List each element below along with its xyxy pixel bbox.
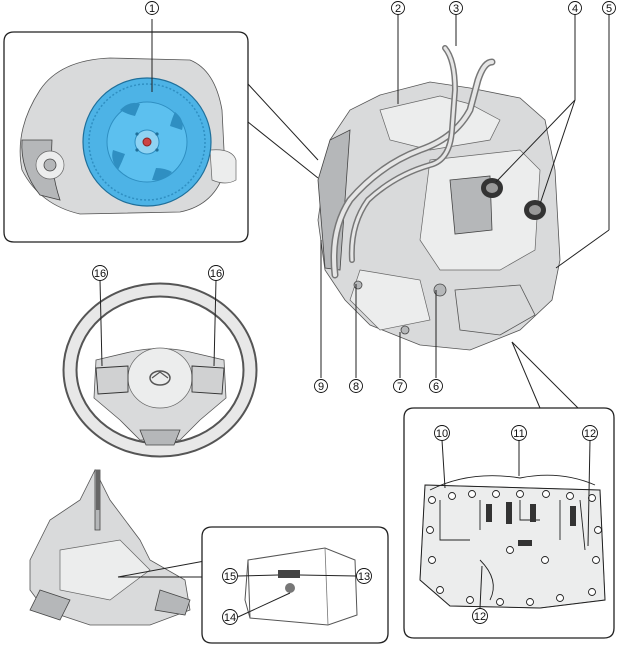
svg-text:16: 16: [94, 268, 106, 280]
svg-text:10: 10: [436, 428, 448, 440]
callout-13: 13: [356, 568, 372, 584]
svg-text:15: 15: [224, 571, 236, 583]
callout-7: 7: [393, 379, 407, 393]
callout-10: 10: [434, 425, 450, 441]
callout-12-top: 12: [582, 425, 598, 441]
steering-wheel: [62, 282, 258, 458]
svg-text:13: 13: [358, 571, 370, 583]
callout-14: 14: [222, 609, 238, 625]
horn-pad: [127, 347, 193, 409]
control-valve-inset: [403, 407, 615, 639]
callout-15: 15: [222, 568, 238, 584]
svg-text:12: 12: [584, 428, 596, 440]
callout-16-left: 16: [92, 265, 108, 281]
svg-text:5: 5: [606, 3, 612, 15]
transaxle-assembly: [317, 45, 561, 351]
svg-text:8: 8: [353, 381, 359, 393]
callout-8: 8: [349, 379, 363, 393]
svg-text:11: 11: [513, 428, 524, 440]
svg-text:12: 12: [474, 611, 486, 623]
steering-switch-right: [191, 365, 225, 395]
callout-1: 1: [145, 1, 159, 15]
callout-3: 3: [449, 1, 463, 15]
callout-11: 11: [511, 425, 527, 441]
selector-lever-assembly: [29, 469, 191, 626]
callout-16-right: 16: [208, 265, 224, 281]
callout-9: 9: [314, 379, 328, 393]
svg-text:4: 4: [572, 3, 578, 15]
svg-text:7: 7: [397, 381, 403, 393]
steering-switch-left: [95, 365, 129, 395]
svg-text:9: 9: [318, 381, 324, 393]
svg-text:2: 2: [395, 3, 401, 15]
callout-5: 5: [602, 1, 616, 15]
drive-plate-inset: [3, 19, 249, 243]
callout-4: 4: [568, 1, 582, 15]
svg-text:14: 14: [224, 612, 236, 624]
svg-text:1: 1: [149, 3, 155, 15]
callout-6: 6: [429, 379, 443, 393]
svg-text:6: 6: [433, 381, 439, 393]
svg-text:16: 16: [210, 268, 222, 280]
control-valve-body: [419, 484, 606, 609]
callout-2: 2: [391, 1, 405, 15]
svg-text:3: 3: [453, 3, 459, 15]
shift-switch-inset: [201, 526, 389, 644]
callout-12-bottom: 12: [472, 608, 488, 624]
